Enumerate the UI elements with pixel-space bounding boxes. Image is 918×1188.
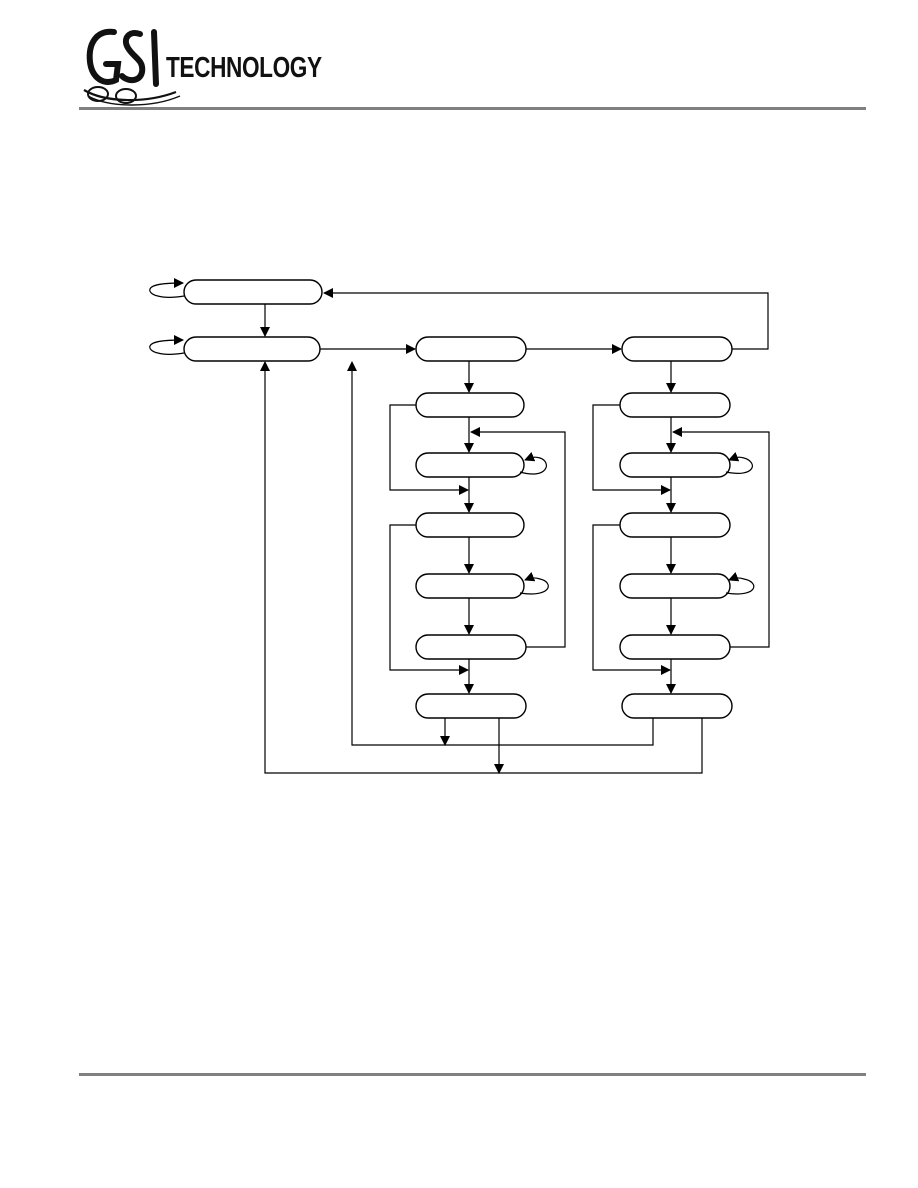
bypass-b1-to-b3	[592, 404, 671, 495]
self-loop-b4	[725, 572, 755, 595]
logo-wordmark: TECHNOLOGY	[166, 52, 322, 84]
state-box-b-head	[621, 336, 733, 362]
state-box-a4	[415, 573, 525, 599]
state-box-b4	[619, 573, 731, 599]
return-b-tail-to-a	[347, 361, 654, 746]
state-box-a-head	[415, 336, 527, 362]
state-box-a5	[415, 634, 527, 660]
loop-a5-to-a2	[470, 427, 566, 648]
state-box-a1	[415, 392, 525, 418]
return-all-to-active	[260, 361, 703, 774]
state-box-b5	[619, 634, 731, 660]
state-box-idle	[183, 279, 323, 305]
state-box-b2	[619, 452, 731, 478]
state-box-bank-active	[183, 336, 321, 362]
header-rule	[79, 107, 866, 110]
state-box-a-tail	[415, 693, 527, 719]
self-loop-a4	[519, 572, 549, 595]
bypass-a1-to-a3	[389, 404, 469, 495]
return-to-idle	[323, 288, 769, 350]
logo-mark	[83, 28, 181, 106]
state-box-a3	[415, 512, 525, 538]
self-loop-bank-active	[149, 335, 185, 355]
self-loop-a2	[519, 452, 547, 475]
bypass-b3-to-tail	[592, 524, 671, 675]
bypass-a3-to-tail	[389, 524, 469, 675]
self-loop-b2	[725, 452, 753, 474]
state-box-b3	[619, 512, 731, 538]
state-box-b1	[619, 392, 731, 418]
self-loop-idle	[149, 278, 185, 298]
footer-rule	[79, 1073, 866, 1076]
loop-b5-to-b2	[672, 427, 770, 648]
state-box-b-tail	[621, 693, 733, 719]
company-logo: TECHNOLOGY	[74, 18, 322, 110]
state-box-a2	[415, 452, 525, 478]
